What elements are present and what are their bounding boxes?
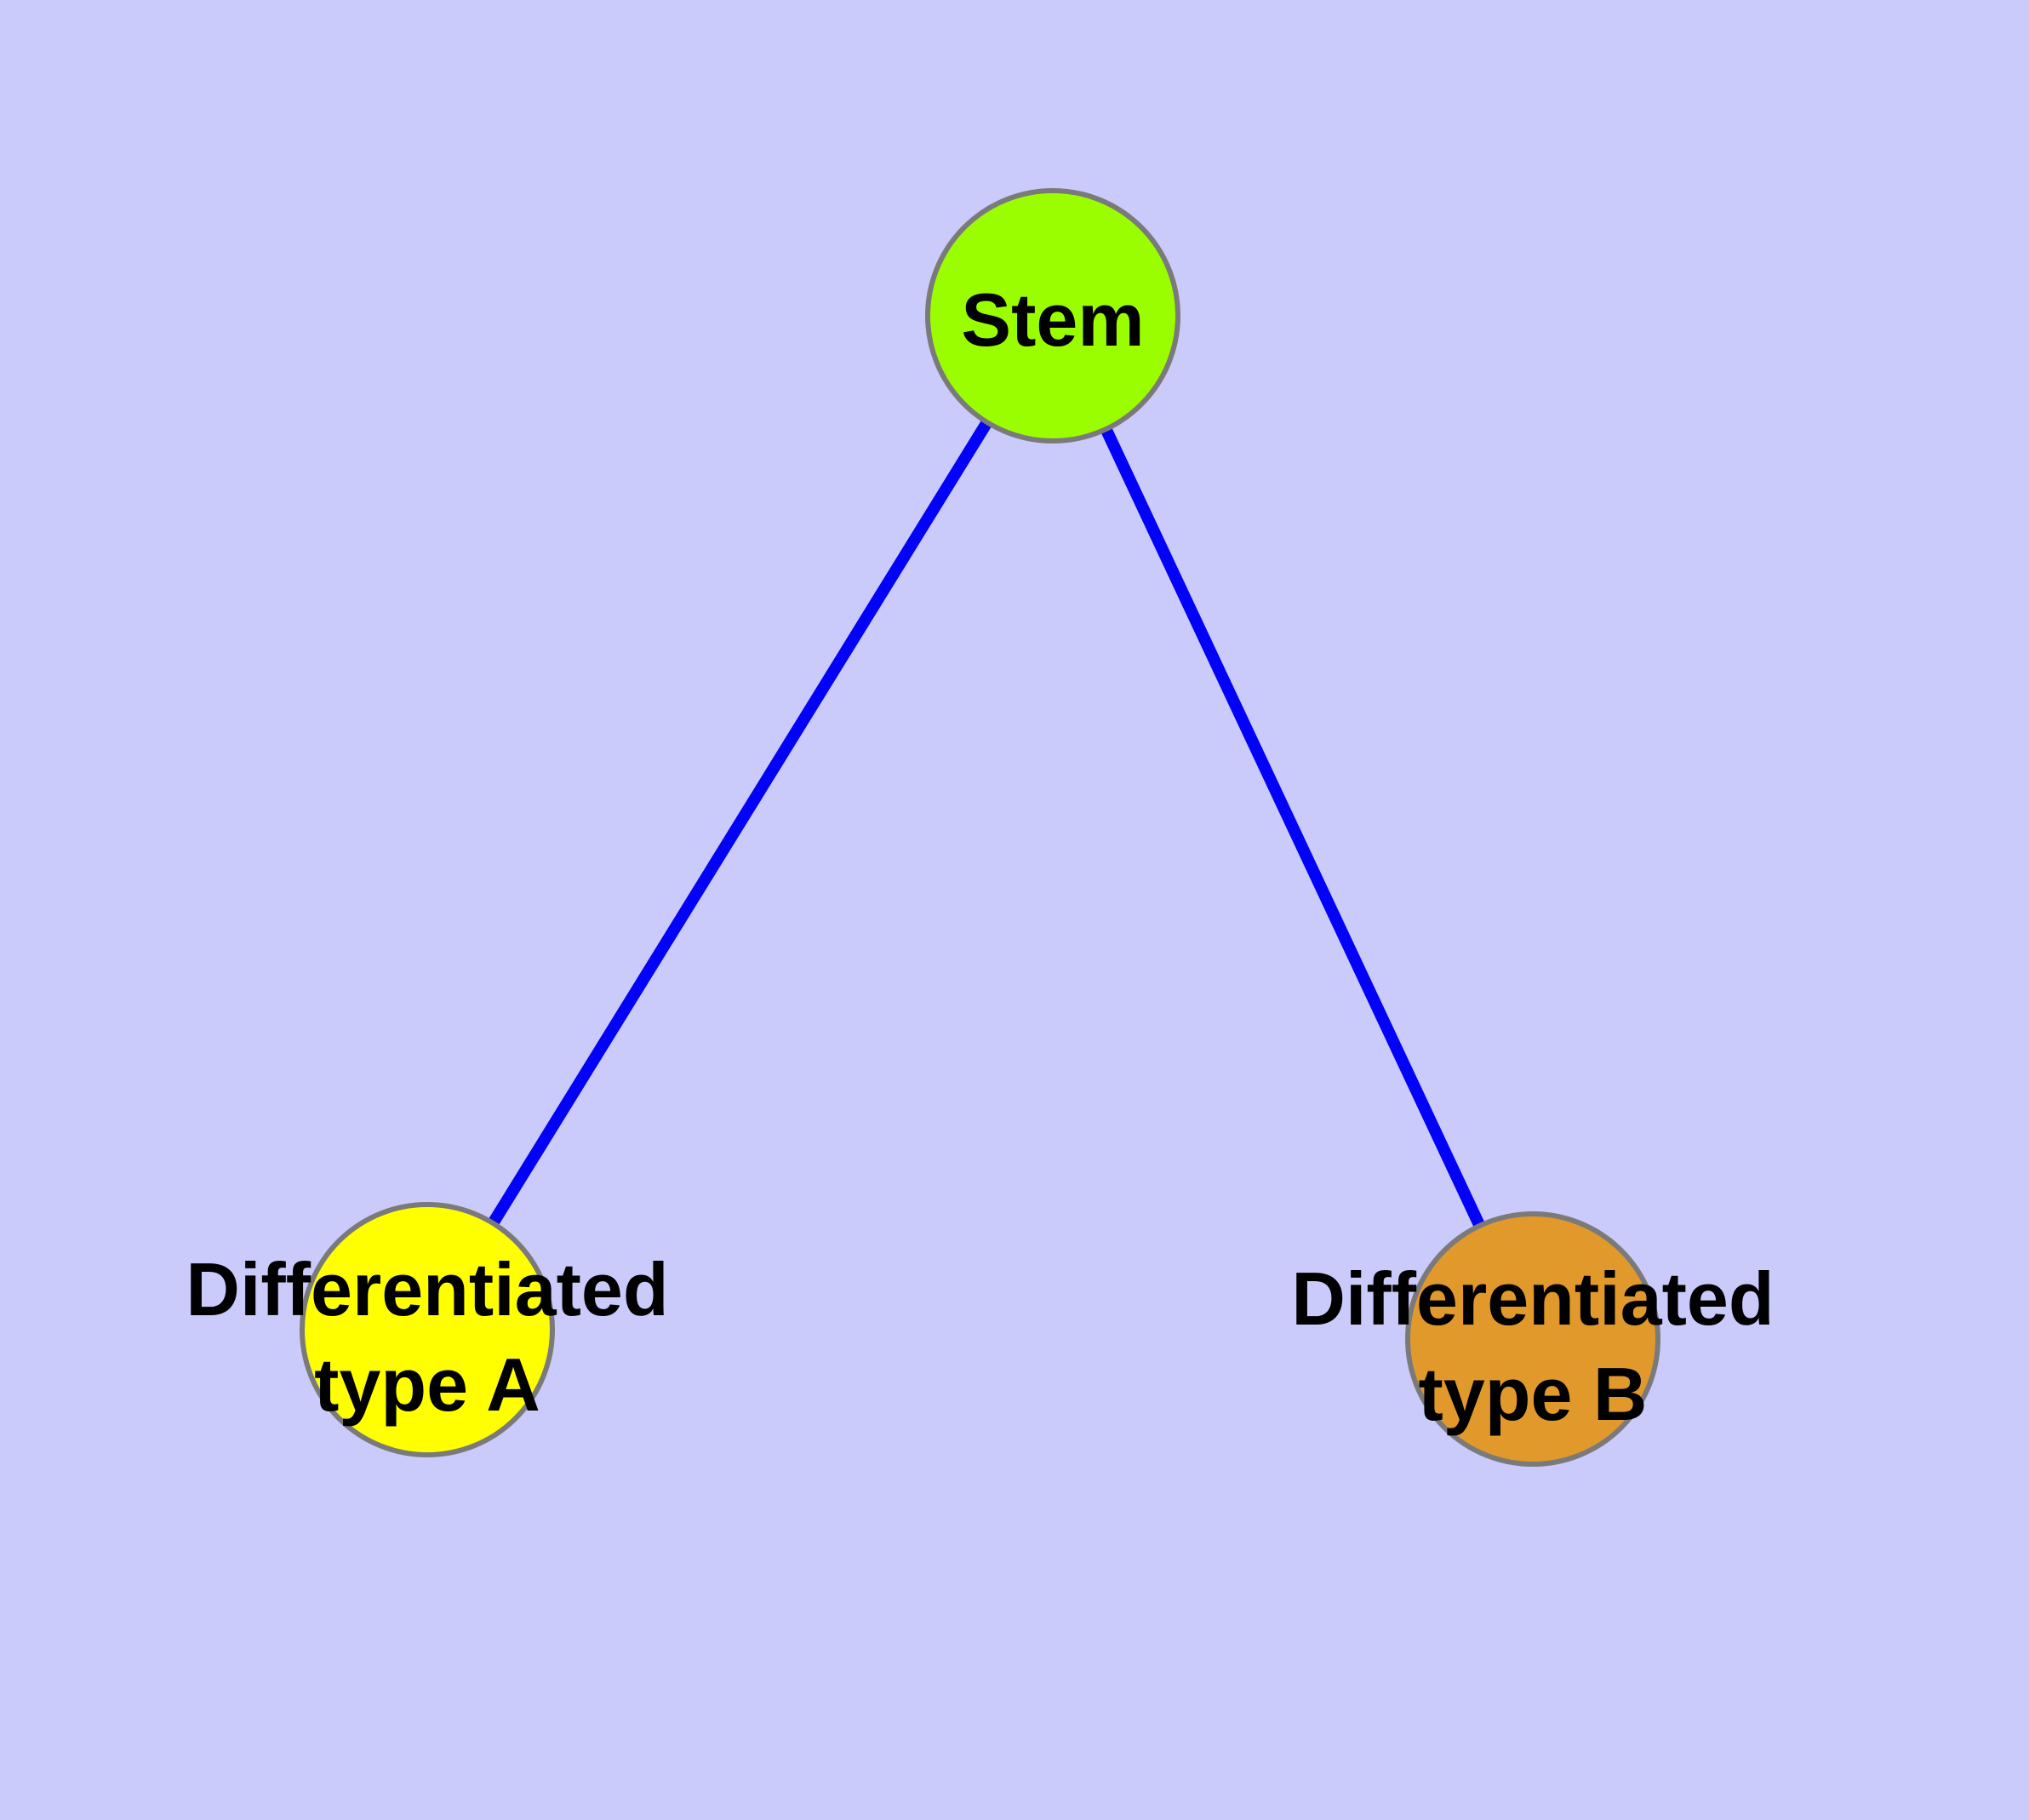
node-type-a <box>300 1202 555 1457</box>
node-stem <box>925 188 1180 444</box>
node-type-b-label-line2: type B <box>1419 1352 1648 1436</box>
edge-stem-to-type-b <box>1047 310 1539 1345</box>
node-type-a-label-line1: Differentiated <box>186 1247 668 1331</box>
node-type-b <box>1405 1211 1660 1467</box>
node-type-b-label-line1: Differentiated <box>1291 1256 1774 1341</box>
node-type-a-label-line2: type A <box>314 1342 540 1427</box>
node-stem-label: Stem <box>961 278 1144 362</box>
edge-stem-to-type-a <box>421 310 1059 1336</box>
